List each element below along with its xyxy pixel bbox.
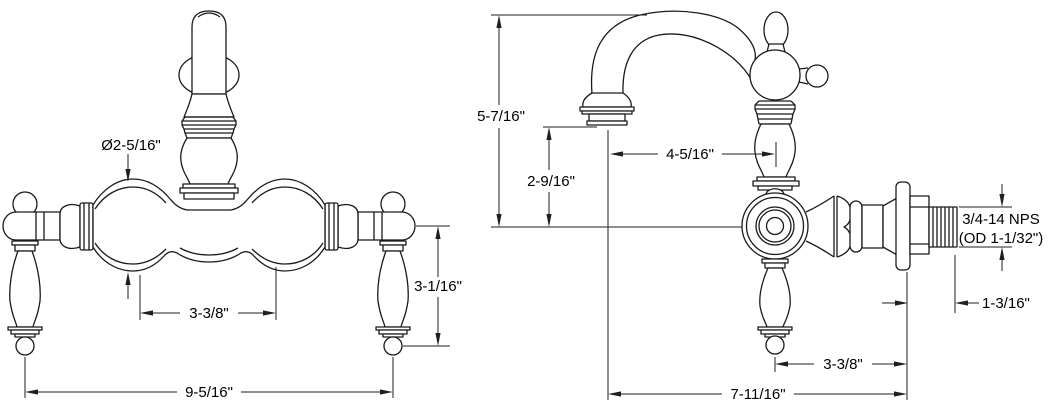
valve-center-hole xyxy=(765,216,785,236)
spout-tube-front xyxy=(191,10,227,95)
riser-rings xyxy=(754,100,796,125)
lever-ball xyxy=(383,336,403,356)
left-coupling-bell xyxy=(59,203,81,250)
dim-thread-spec: 3/4-14 NPS (OD 1-1/32") xyxy=(959,184,1044,271)
dim-port-spacing: 3-3/8" xyxy=(139,267,277,322)
spout-inner xyxy=(622,33,753,95)
front-left-lever xyxy=(7,240,43,356)
lever-ball xyxy=(765,335,785,355)
dim-spout-reach-label: 4-5/16" xyxy=(666,146,714,163)
left-valve-cylinder xyxy=(2,211,61,241)
dim-body-diameter: Ø2-5/16" xyxy=(101,137,161,299)
dim-port-spacing-label: 3-3/8" xyxy=(189,305,229,322)
dim-nipple-length-label: 1-3/16" xyxy=(982,295,1030,312)
dim-overall-height-label: 5-7/16" xyxy=(477,108,525,125)
side-view: 5-7/16" 2-9/16" 4-5/16" 3/4-14 NPS xyxy=(477,10,1044,403)
riser-rings xyxy=(181,116,237,139)
wall-mount-assembly xyxy=(805,181,958,271)
dim-handle-to-wall: 3-3/8" xyxy=(774,272,908,400)
body-contour xyxy=(251,242,324,265)
right-union-nut xyxy=(324,202,339,251)
dim-handle-to-wall-label: 3-3/8" xyxy=(823,356,863,373)
dim-body-diameter-label: Ø2-5/16" xyxy=(101,137,161,154)
right-coupling-bell xyxy=(337,203,359,250)
mount-cylinder xyxy=(861,204,884,249)
dim-spout-clearance-label: 2-9/16" xyxy=(527,173,575,190)
dim-overall-depth: 7-11/16" xyxy=(607,130,907,403)
riser-knuckle xyxy=(749,49,801,101)
side-valve xyxy=(741,188,809,260)
lever-grip xyxy=(759,267,791,328)
riser-neck xyxy=(183,93,235,118)
mount-cone xyxy=(882,197,898,256)
left-union-nut xyxy=(79,202,94,251)
riser-vase xyxy=(180,137,238,185)
dim-overall-width: 9-5/16" xyxy=(24,357,394,401)
collar xyxy=(849,200,863,253)
dim-thread-spec-label-2: (OD 1-1/32") xyxy=(959,230,1044,247)
lever-grip xyxy=(377,250,409,328)
riser-vase xyxy=(754,123,796,178)
hex-nut xyxy=(909,195,930,255)
body-contour xyxy=(179,247,239,256)
lever-grip xyxy=(9,250,41,328)
dim-spout-reach: 4-5/16" xyxy=(610,142,777,167)
spout-outlet xyxy=(579,92,635,126)
wall-flange xyxy=(895,181,911,271)
side-riser xyxy=(749,11,829,191)
dim-overall-height: 5-7/16" xyxy=(477,14,742,228)
lever-ball xyxy=(15,336,35,356)
threaded-nipple xyxy=(928,206,958,248)
dim-thread-spec-label-1: 3/4-14 NPS xyxy=(962,211,1040,228)
swivel-ball xyxy=(805,64,829,88)
dim-spout-clearance: 2-9/16" xyxy=(527,126,597,227)
body-contour xyxy=(251,186,324,210)
front-right-lever xyxy=(375,240,411,356)
dim-handle-drop: 3-1/16" xyxy=(403,225,462,347)
side-lever xyxy=(757,258,793,355)
spout-outer xyxy=(590,10,756,95)
dim-nipple-length: 1-3/16" xyxy=(882,255,1030,313)
riser-finial xyxy=(763,11,789,49)
body-contour xyxy=(94,242,167,265)
front-riser xyxy=(178,10,240,200)
faucet-body xyxy=(92,178,326,272)
dim-overall-depth-label: 7-11/16" xyxy=(730,386,785,403)
body-contour xyxy=(94,186,167,210)
front-view: Ø2-5/16" 3-3/8" 3-1/16" 9- xyxy=(2,10,462,401)
right-valve-cylinder xyxy=(357,211,416,241)
dim-overall-width-label: 9-5/16" xyxy=(185,384,233,401)
dim-handle-drop-label: 3-1/16" xyxy=(414,278,462,295)
connector-rings xyxy=(836,195,852,258)
